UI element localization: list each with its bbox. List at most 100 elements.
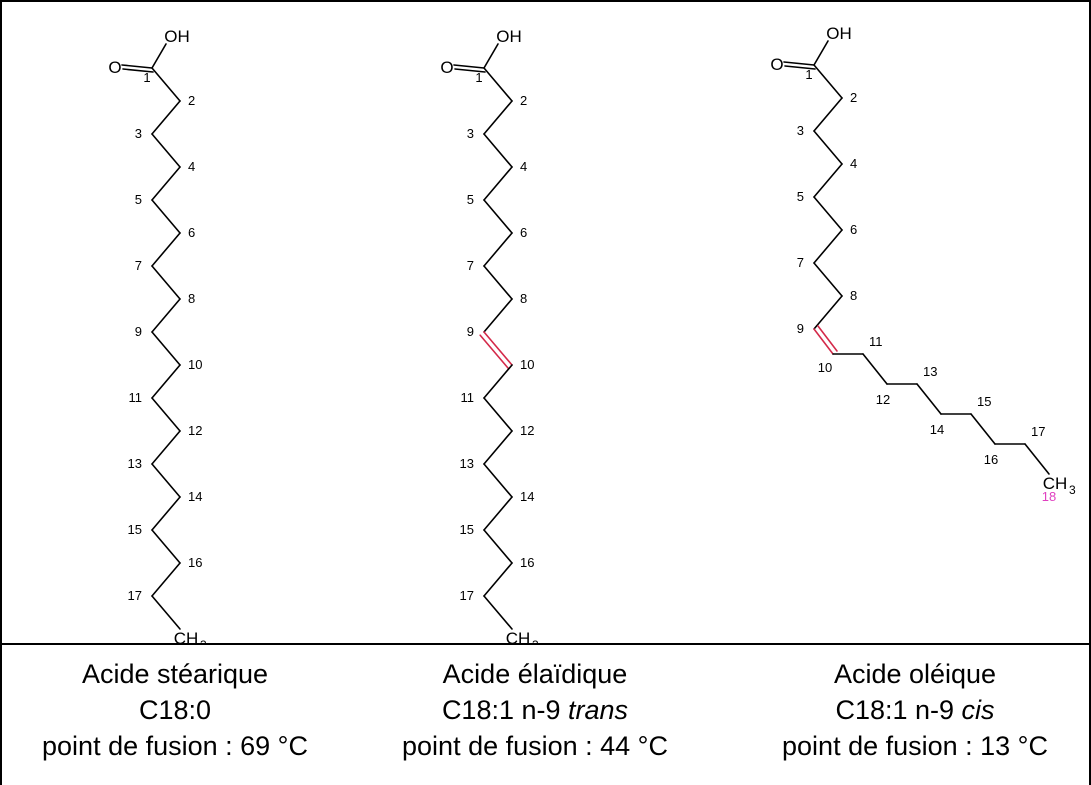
- bond-c1-o: [783, 61, 815, 66]
- chain-bond: [813, 64, 843, 99]
- carbon-number-11: 11: [129, 390, 143, 405]
- carbon-number-8: 8: [850, 288, 857, 303]
- carbon-number-11: 11: [461, 390, 475, 405]
- chain-bond: [151, 232, 181, 267]
- carbon-number-17: 17: [128, 588, 142, 603]
- bond-c1-o-second: [122, 68, 154, 73]
- chain-bond: [813, 295, 843, 330]
- carbon-number-7: 7: [467, 258, 474, 273]
- chain-bond: [483, 529, 513, 564]
- double-bond-c9-c10: [483, 331, 513, 366]
- chain-bond: [916, 383, 942, 415]
- chain-bond: [970, 413, 996, 445]
- chain-bond: [151, 595, 181, 630]
- carbon-number-14: 14: [930, 422, 944, 437]
- carbon-number-18: 18: [173, 644, 187, 645]
- chain-bond: [483, 364, 513, 399]
- carbon-number-14: 14: [520, 489, 534, 504]
- atom-o: O: [770, 55, 783, 74]
- atom-oh: OH: [496, 27, 522, 46]
- carbon-number-8: 8: [520, 291, 527, 306]
- bond-c1-oh: [151, 43, 167, 69]
- carbon-number-5: 5: [797, 189, 804, 204]
- chain-bond: [151, 397, 181, 432]
- chain-bond: [483, 298, 513, 333]
- bond-c1-o-second: [454, 68, 486, 73]
- carbon-number-2: 2: [850, 90, 857, 105]
- chain-bond: [483, 232, 513, 267]
- chain-bond: [483, 397, 513, 432]
- carbon-number-11: 11: [869, 334, 883, 349]
- atom-ch3: CH: [174, 629, 199, 645]
- chain-bond: [151, 166, 181, 201]
- chain-bond: [483, 199, 513, 234]
- carbon-number-4: 4: [188, 159, 195, 174]
- frame-divider: [0, 643, 1091, 645]
- chain-bond: [483, 463, 513, 498]
- bond-c1-o: [121, 64, 153, 69]
- carbon-number-18: 18: [1042, 489, 1056, 504]
- chain-bond: [151, 331, 181, 366]
- carbon-number-3: 3: [467, 126, 474, 141]
- chain-bond: [483, 562, 513, 597]
- molecule-formula: C18:1 n-9 cis: [835, 695, 995, 725]
- carbon-number-16: 16: [984, 452, 998, 467]
- carbon-number-10: 10: [520, 357, 534, 372]
- chain-bond: [151, 463, 181, 498]
- chain-bond: [483, 67, 513, 102]
- carbon-number-2: 2: [520, 93, 527, 108]
- carbon-number-17: 17: [1031, 424, 1045, 439]
- carbon-number-9: 9: [467, 324, 474, 339]
- atom-ch3-sub: 3: [1069, 483, 1076, 497]
- chain-bond: [151, 199, 181, 234]
- carbon-number-1: 1: [475, 70, 482, 85]
- bond-c1-o: [453, 64, 485, 69]
- carbon-number-13: 13: [460, 456, 474, 471]
- molecule-formula: C18:0: [138, 695, 212, 725]
- carbon-number-3: 3: [135, 126, 142, 141]
- caption-stearic: Acide stéarique C18:0 point de fusion : …: [20, 656, 330, 764]
- molecule-name: Acide élaïdique: [442, 659, 628, 689]
- atom-oh: OH: [164, 27, 190, 46]
- atom-ch3-sub: 3: [200, 638, 207, 645]
- carbon-number-7: 7: [797, 255, 804, 270]
- caption-elaidic: Acide élaïdique C18:1 n-9 trans point de…: [370, 656, 700, 764]
- carbon-number-14: 14: [188, 489, 202, 504]
- atom-oh: OH: [826, 24, 852, 43]
- chain-bond: [483, 100, 513, 135]
- chain-bond: [1024, 443, 1050, 475]
- carbon-number-12: 12: [188, 423, 202, 438]
- chain-bond: [813, 163, 843, 198]
- carbon-number-18: 18: [505, 644, 519, 645]
- carbon-number-17: 17: [460, 588, 474, 603]
- chain-bond: [483, 430, 513, 465]
- chain-bond: [151, 496, 181, 531]
- molecule-formula: C18:1 n-9 trans: [441, 695, 629, 725]
- bond-c1-o-second: [784, 65, 816, 70]
- carbon-number-15: 15: [128, 522, 142, 537]
- double-bond-c9-c10-second: [817, 325, 838, 352]
- chain-bond: [483, 496, 513, 531]
- carbon-number-13: 13: [128, 456, 142, 471]
- carbon-number-8: 8: [188, 291, 195, 306]
- molecule-name: Acide oléique: [833, 659, 997, 689]
- carbon-number-6: 6: [188, 225, 195, 240]
- carbon-number-3: 3: [797, 123, 804, 138]
- chain-bond: [862, 353, 888, 385]
- carbon-number-6: 6: [520, 225, 527, 240]
- chain-bond: [813, 130, 843, 165]
- caption-oleic: Acide oléique C18:1 n-9 cis point de fus…: [750, 656, 1080, 764]
- chain-bond: [151, 430, 181, 465]
- melting-point: point de fusion : 13 °C: [782, 731, 1048, 761]
- chain-bond: [151, 529, 181, 564]
- carbon-number-16: 16: [520, 555, 534, 570]
- carbon-number-7: 7: [135, 258, 142, 273]
- molecule-name: Acide stéarique: [81, 659, 269, 689]
- chain-bond: [483, 133, 513, 168]
- chain-bond: [813, 229, 843, 264]
- carbon-number-13: 13: [923, 364, 937, 379]
- carbon-number-9: 9: [797, 321, 804, 336]
- atom-ch3: CH: [506, 629, 531, 645]
- atom-o: O: [108, 58, 121, 77]
